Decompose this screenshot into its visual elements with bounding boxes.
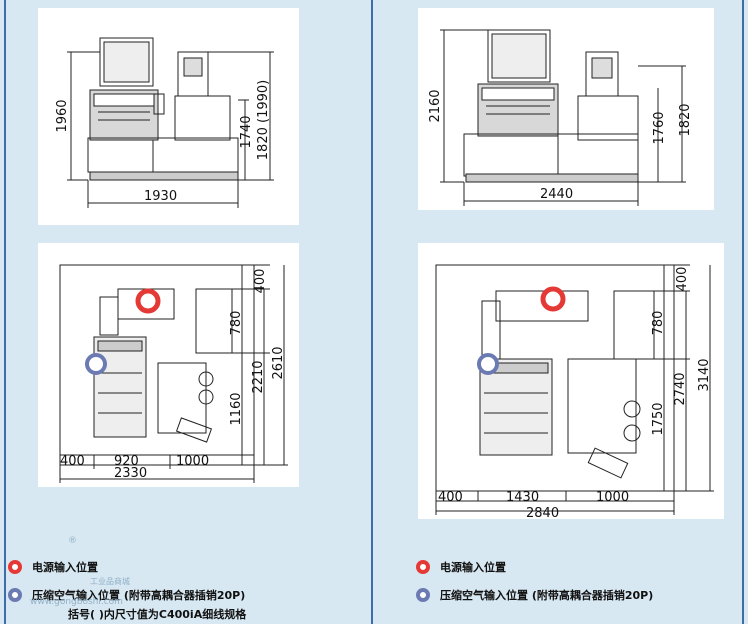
right-plan-depth-total-label: 2740 bbox=[673, 372, 688, 405]
left-plan-view-panel: 400 780 2210 2610 1160 400 920 1000 2330 bbox=[38, 243, 299, 487]
right-air-input-marker bbox=[477, 353, 499, 375]
column-divider-left bbox=[4, 0, 6, 624]
power-input-icon bbox=[8, 560, 22, 574]
watermark-url: www.gongboshi.com bbox=[30, 597, 123, 607]
left-air-input-marker bbox=[85, 353, 107, 375]
right-legend-power: 电源输入位置 bbox=[416, 556, 506, 578]
right-front-height-head-label: 1820 bbox=[678, 103, 693, 136]
right-plan-top-offset-label: 400 bbox=[675, 267, 690, 292]
left-front-width-label: 1930 bbox=[144, 189, 177, 204]
left-front-height-total-label: 1960 bbox=[55, 99, 70, 132]
right-plan-mid-depth-label: 780 bbox=[651, 311, 666, 336]
left-plan-depth-max-label: 2610 bbox=[271, 346, 286, 379]
left-front-height-table-label: 1740 bbox=[239, 115, 254, 148]
column-divider-right bbox=[742, 0, 744, 624]
right-plan-right-width-label: 1000 bbox=[596, 490, 629, 505]
right-plan-view-drawing: 400 780 2740 3140 1750 400 1430 1000 284… bbox=[435, 264, 714, 519]
right-legend-power-label: 电源输入位置 bbox=[440, 561, 506, 574]
right-front-view-drawing: 2440 2160 1760 1820 bbox=[428, 29, 693, 206]
right-legend-air-label: 压缩空气输入位置 (附带高耦合器插销20P) bbox=[440, 589, 654, 602]
left-legend-air: 压缩空气输入位置 (附带高耦合器插销20P) bbox=[8, 584, 245, 606]
left-plan-top-offset-label: 400 bbox=[253, 269, 268, 294]
left-plan-lower-depth-label: 1160 bbox=[229, 392, 244, 425]
watermark-registered: ® bbox=[68, 536, 77, 546]
right-plan-lower-depth-label: 1750 bbox=[651, 402, 666, 435]
right-legend-air: 压缩空气输入位置 (附带高耦合器插销20P) bbox=[416, 584, 653, 606]
left-legend-power: 电源输入位置 bbox=[8, 556, 98, 578]
air-input-icon bbox=[416, 588, 430, 602]
left-power-input-marker bbox=[135, 288, 161, 314]
left-plan-table-width-label: 920 bbox=[114, 454, 139, 469]
left-plan-mid-depth-label: 780 bbox=[229, 311, 244, 336]
left-plan-right-width-label: 1000 bbox=[176, 454, 209, 469]
watermark-name: 工业品商城 bbox=[90, 577, 130, 586]
right-front-width-label: 2440 bbox=[540, 187, 573, 202]
air-input-icon bbox=[8, 588, 22, 602]
right-front-height-table-label: 1760 bbox=[652, 111, 667, 144]
right-plan-depth-max-label: 3140 bbox=[697, 358, 712, 391]
right-plan-view-panel: 400 780 2740 3140 1750 400 1430 1000 284… bbox=[418, 243, 724, 519]
left-plan-depth-total-label: 2210 bbox=[251, 360, 266, 393]
left-plan-total-width-label: 2330 bbox=[114, 466, 147, 481]
right-plan-table-width-label: 1430 bbox=[506, 490, 539, 505]
left-front-view-drawing: 1930 1960 1740 1820 (1990) bbox=[55, 37, 274, 208]
right-plan-total-width-label: 2840 bbox=[526, 506, 559, 519]
bracket-note: 括号( )内尺寸值为C400iA细线规格 bbox=[68, 608, 247, 621]
left-plan-view-drawing: 400 780 2210 2610 1160 400 920 1000 2330 bbox=[59, 264, 288, 483]
column-divider-center bbox=[371, 0, 373, 624]
left-legend-power-label: 电源输入位置 bbox=[32, 561, 98, 574]
power-input-icon bbox=[416, 560, 430, 574]
left-front-view-panel: 1930 1960 1740 1820 (1990) bbox=[38, 8, 299, 225]
right-front-height-total-label: 2160 bbox=[428, 89, 443, 122]
left-front-height-head-label: 1820 (1990) bbox=[256, 80, 271, 160]
right-front-view-panel: 2440 2160 1760 1820 bbox=[418, 8, 714, 210]
left-plan-left-clear-label: 400 bbox=[60, 454, 85, 469]
right-plan-left-clear-label: 400 bbox=[438, 490, 463, 505]
left-legend-air-label: 压缩空气输入位置 (附带高耦合器插销20P) bbox=[32, 589, 246, 602]
right-power-input-marker bbox=[540, 286, 566, 312]
